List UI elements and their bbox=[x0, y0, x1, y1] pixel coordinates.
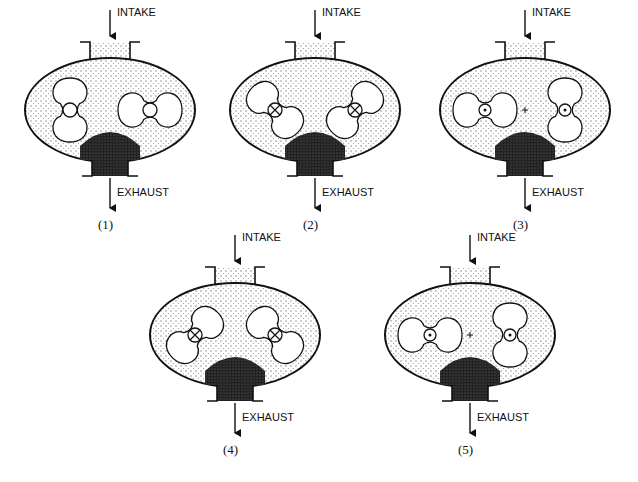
stage-number: (4) bbox=[223, 443, 238, 457]
stage-number: (3) bbox=[513, 218, 528, 232]
stage-number: (2) bbox=[303, 218, 318, 232]
stage-number: (1) bbox=[98, 218, 113, 232]
intake-label: INTAKE bbox=[117, 6, 156, 18]
exhaust-label: EXHAUST bbox=[532, 186, 584, 198]
blower-stage bbox=[440, 10, 610, 208]
intake-label: INTAKE bbox=[532, 6, 571, 18]
stage-number: (5) bbox=[458, 443, 473, 457]
exhaust-label: EXHAUST bbox=[242, 411, 294, 423]
intake-label: INTAKE bbox=[242, 231, 281, 243]
exhaust-label: EXHAUST bbox=[322, 186, 374, 198]
blower-stage bbox=[150, 235, 320, 433]
exhaust-label: EXHAUST bbox=[477, 411, 529, 423]
blower-stage bbox=[385, 235, 555, 433]
blower-stage bbox=[25, 10, 195, 208]
intake-label: INTAKE bbox=[322, 6, 361, 18]
intake-label: INTAKE bbox=[477, 231, 516, 243]
exhaust-label: EXHAUST bbox=[117, 186, 169, 198]
blower-stage bbox=[230, 10, 400, 208]
